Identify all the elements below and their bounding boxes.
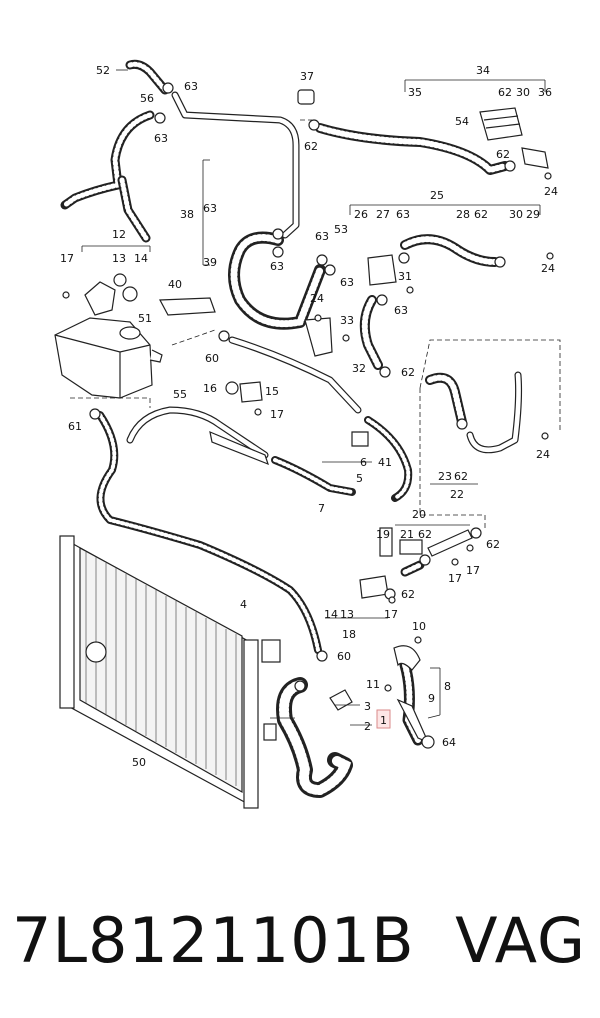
- callout-24b: 24: [541, 262, 555, 275]
- callout-63h: 63: [394, 304, 408, 317]
- callout-62d: 62: [474, 208, 488, 221]
- footer-caption: 7L8121101B VAG: [0, 890, 600, 990]
- callout-11: 11: [366, 678, 380, 691]
- callout-30a: 30: [516, 86, 530, 99]
- callout-22: 22: [450, 488, 464, 501]
- brand-name: VAG: [455, 903, 586, 977]
- callout-24c: 24: [310, 292, 324, 305]
- callout-12: 12: [112, 228, 126, 241]
- callout-55: 55: [173, 388, 187, 401]
- callout-63c: 63: [203, 202, 217, 215]
- callout-63e: 63: [396, 208, 410, 221]
- radiator: [59, 535, 281, 809]
- callout-5: 5: [356, 472, 363, 485]
- callout-41: 41: [378, 456, 392, 469]
- callout-17b: 17: [270, 408, 284, 421]
- callout-3: 3: [364, 700, 371, 713]
- callout-54: 54: [455, 115, 469, 128]
- callout-16: 16: [203, 382, 217, 395]
- callout-17c: 17: [448, 572, 462, 585]
- leader-lines: [70, 69, 561, 726]
- callout-63a: 63: [184, 80, 198, 93]
- callout-56: 56: [140, 92, 154, 105]
- callout-24d: 24: [536, 448, 550, 461]
- callout-25: 25: [430, 189, 444, 202]
- callout-1: 1: [380, 714, 387, 727]
- callout-33: 33: [340, 314, 354, 327]
- callout-60a: 60: [205, 352, 219, 365]
- callout-37: 37: [300, 70, 314, 83]
- callout-62b: 62: [498, 86, 512, 99]
- callout-14a: 14: [134, 252, 148, 265]
- callout-18: 18: [342, 628, 356, 641]
- callout-labels: 52 63 56 63 37 62 34 35 62 30 36 54 62 2…: [60, 64, 558, 769]
- callout-32: 32: [352, 362, 366, 375]
- callout-6: 6: [360, 456, 367, 469]
- callout-13b: 13: [340, 608, 354, 621]
- callout-63f: 63: [315, 230, 329, 243]
- callout-62e: 62: [401, 366, 415, 379]
- coolant-system-diagram: 52 63 56 63 37 62 34 35 62 30 36 54 62 2…: [54, 59, 561, 809]
- callout-23: 23: [438, 470, 452, 483]
- callout-39: 39: [203, 256, 217, 269]
- callout-62f: 62: [454, 470, 468, 483]
- callout-60b: 60: [337, 650, 351, 663]
- callout-52: 52: [96, 64, 110, 77]
- components: [62, 82, 554, 749]
- callout-9: 9: [428, 692, 435, 705]
- expansion-tank: [54, 317, 163, 399]
- callout-17e: 17: [384, 608, 398, 621]
- callout-38: 38: [180, 208, 194, 221]
- callout-50: 50: [132, 756, 146, 769]
- callout-62i: 62: [401, 588, 415, 601]
- callout-2: 2: [364, 720, 371, 733]
- callout-40: 40: [168, 278, 182, 291]
- callout-4: 4: [240, 598, 247, 611]
- callout-35: 35: [408, 86, 422, 99]
- callout-62a: 62: [304, 140, 318, 153]
- callout-24a: 24: [544, 185, 558, 198]
- callout-21: 21: [400, 528, 414, 541]
- callout-19: 19: [376, 528, 390, 541]
- callout-17a: 17: [60, 252, 74, 265]
- callout-63d: 63: [270, 260, 284, 273]
- callout-36: 36: [538, 86, 552, 99]
- callout-10: 10: [412, 620, 426, 633]
- callout-14b: 14: [324, 608, 338, 621]
- callout-63b: 63: [154, 132, 168, 145]
- callout-7: 7: [318, 502, 325, 515]
- callout-62c: 62: [496, 148, 510, 161]
- part-number: 7L8121101B: [12, 903, 415, 977]
- callout-62h: 62: [486, 538, 500, 551]
- callout-51: 51: [138, 312, 152, 325]
- callout-17d: 17: [466, 564, 480, 577]
- callout-34: 34: [476, 64, 490, 77]
- callout-27: 27: [376, 208, 390, 221]
- callout-31: 31: [398, 270, 412, 283]
- callout-29: 29: [526, 208, 540, 221]
- callout-20: 20: [412, 508, 426, 521]
- callout-15: 15: [265, 385, 279, 398]
- callout-61: 61: [68, 420, 82, 433]
- pipes: [126, 91, 523, 459]
- callout-28: 28: [456, 208, 470, 221]
- highlight-box: [376, 709, 391, 729]
- callout-30b: 30: [509, 208, 523, 221]
- callout-8: 8: [444, 680, 451, 693]
- callout-53: 53: [334, 223, 348, 236]
- callout-13a: 13: [112, 252, 126, 265]
- callout-63g: 63: [340, 276, 354, 289]
- callout-64: 64: [442, 736, 456, 749]
- callout-62g: 62: [418, 528, 432, 541]
- callout-26: 26: [354, 208, 368, 221]
